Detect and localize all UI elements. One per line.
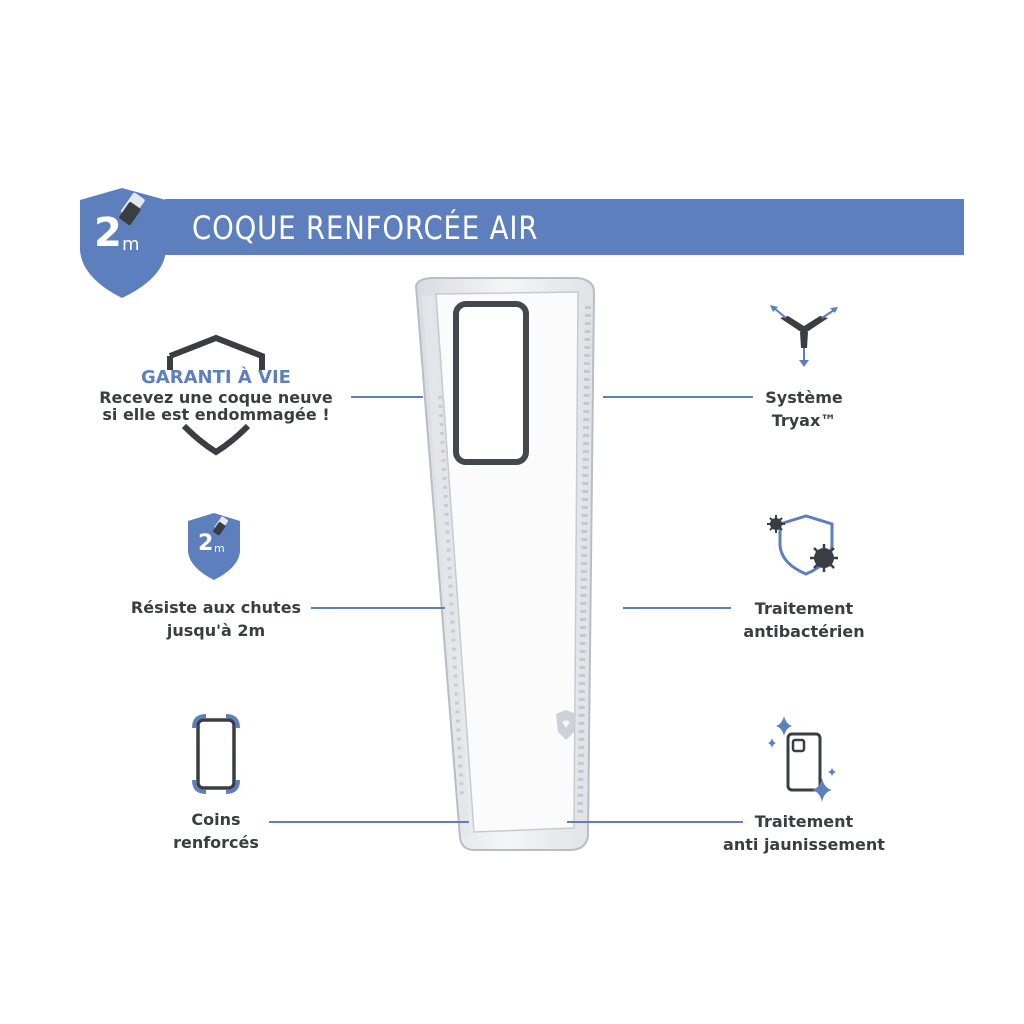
camera-cutout: [453, 301, 529, 465]
force-logo-icon: [556, 710, 576, 740]
drop-line-2: jusqu'à 2m: [166, 621, 266, 640]
drop-badge-number: 2: [198, 531, 213, 556]
drop-shield-icon: 2 m: [188, 513, 240, 580]
connector-drop: [311, 607, 445, 609]
reinforced-corners-icon: [192, 714, 240, 794]
connector-tryax: [603, 396, 753, 398]
yellowing-line-1: Traitement: [754, 812, 854, 831]
bacteria-small-icon: [767, 515, 785, 533]
tryax-line-1: Système: [765, 388, 843, 407]
drop-line-1: Résiste aux chutes: [130, 598, 302, 617]
connector-antibacterial: [623, 607, 731, 609]
connector-warranty: [351, 396, 423, 398]
warranty-line-1: Recevez une coque neuve: [99, 388, 333, 407]
tryax-line-2: Tryax™: [771, 411, 837, 430]
page-title: COQUE RENFORCÉE AIR: [192, 209, 539, 247]
warranty-line-2: si elle est endommagée !: [102, 405, 330, 424]
phone-case-image: [414, 277, 596, 851]
connector-yellowing: [567, 821, 743, 823]
phone-fall-icon: [119, 192, 145, 225]
yellowing-line-2: anti jaunissement: [723, 835, 885, 854]
badge-unit: m: [122, 234, 140, 255]
corners-line-1: Coins: [191, 810, 241, 829]
sparkle-phone-icon: [768, 716, 836, 802]
bacteria-large-icon: [810, 544, 838, 572]
tryax-arrows-icon: [770, 305, 838, 367]
connector-corners: [269, 821, 469, 823]
antibacterial-line-2: antibactérien: [743, 622, 865, 641]
antibacterial-shield-icon: [767, 514, 838, 576]
title-banner: [165, 199, 964, 255]
corners-line-2: renforcés: [173, 833, 259, 852]
antibacterial-line-1: Traitement: [754, 599, 854, 618]
drop-badge-unit: m: [214, 542, 225, 555]
shield-outline-icon: [167, 334, 265, 456]
badge-number: 2: [94, 210, 122, 256]
drop-protection-badge: 2 m: [80, 188, 166, 298]
warranty-title: GARANTI À VIE: [141, 367, 291, 388]
